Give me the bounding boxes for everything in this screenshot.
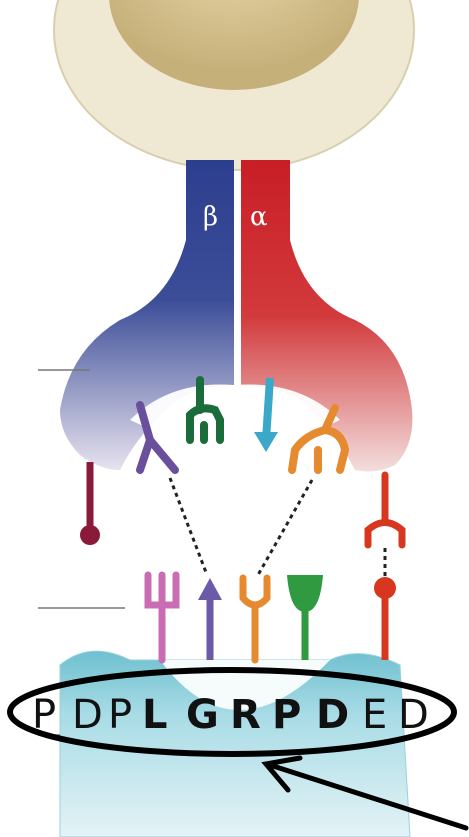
sequence-letter: P: [272, 692, 301, 738]
sequence-letter: P: [108, 692, 132, 738]
interaction-lines: [168, 477, 387, 580]
sequence-letter: E: [362, 692, 387, 738]
orange-u-ligand-icon: [239, 574, 271, 664]
pink-fork-ligand-icon: [144, 571, 180, 664]
alpha-chain: [241, 160, 413, 472]
sequence-letter: D: [72, 692, 103, 738]
purple-y-receptor-icon: [136, 401, 179, 474]
pointer-arrow: [261, 755, 469, 831]
sequence-letter: D: [316, 692, 349, 738]
green-fork-receptor-icon: [186, 376, 224, 444]
cyan-arrow-receptor-icon: [254, 377, 278, 452]
orange-trident-receptor-icon: [288, 404, 350, 474]
purple-arrow-ligand-icon: [198, 578, 222, 660]
sequence-letter: G: [186, 692, 219, 738]
sequence-letter: R: [230, 692, 261, 738]
sequence-letter: L: [142, 692, 168, 738]
red-lollipop-ligand-icon: [374, 577, 396, 660]
sequence-letter: P: [32, 692, 56, 738]
green-cup-ligand-icon: [287, 575, 323, 660]
alpha-cup-receptor-icon: [364, 471, 406, 549]
beta-label: β: [203, 202, 218, 232]
alpha-label: α: [250, 202, 268, 232]
sequence-highlight-ellipse: [7, 667, 457, 757]
cell: [53, 0, 415, 171]
sequence-letter: D: [398, 692, 429, 738]
beta-lollipop-icon: [80, 462, 100, 545]
